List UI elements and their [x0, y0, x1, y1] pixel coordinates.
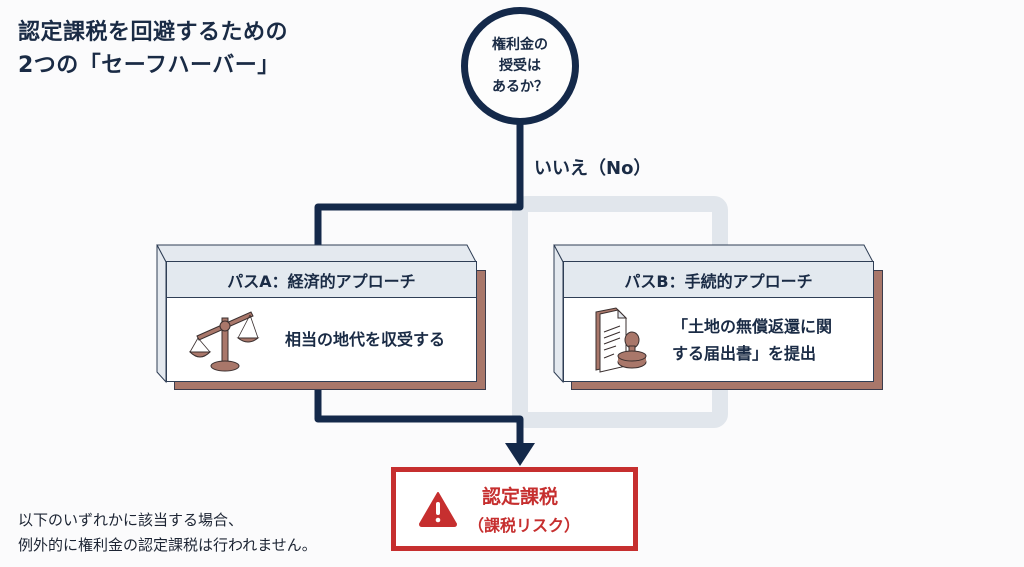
path-b-header: パスB：手続的アプローチ	[564, 262, 873, 298]
active-path-a	[314, 124, 524, 262]
question-line: あるか？	[492, 78, 548, 95]
path-b-body-line-1: 「土地の無償返還に関	[672, 317, 833, 336]
card-bevel	[156, 244, 477, 384]
question-line: 権利金の	[492, 36, 548, 53]
risk-subtitle: （課税リスク）	[468, 516, 581, 535]
scale-icon	[189, 311, 260, 372]
tax-risk-box: 認定課税 （課税リスク）	[391, 467, 638, 551]
footnote: 以下のいずれかに該当する場合、 例外的に権利金の認定課税は行われません。	[18, 508, 317, 558]
path-a-body: 相当の地代を収受する	[285, 330, 446, 349]
question-line: 授受は	[499, 57, 541, 74]
title-line-1: 認定課税を回避するための	[18, 20, 289, 45]
risk-title: 認定課税	[482, 486, 559, 508]
branch-label-no: いいえ（No）	[534, 158, 652, 179]
question-node: 権利金の 授受は あるか？	[461, 7, 579, 125]
document-stamp-icon	[595, 307, 647, 373]
footnote-line-2: 例外的に権利金の認定課税は行われません。	[18, 536, 317, 554]
arrow-head	[505, 443, 535, 466]
footnote-line-1: 以下のいずれかに該当する場合、	[18, 511, 244, 529]
path-b-body-line-2: する届出書」を提出	[672, 344, 817, 363]
page-title: 認定課税を回避するための 2つの「セーフハーバー」	[18, 16, 288, 82]
title-line-2: 2つの「セーフハーバー」	[18, 53, 280, 78]
active-path-a-return	[314, 385, 524, 447]
path-a-header: パスA：経済的アプローチ	[167, 262, 476, 298]
warning-icon	[419, 492, 457, 527]
